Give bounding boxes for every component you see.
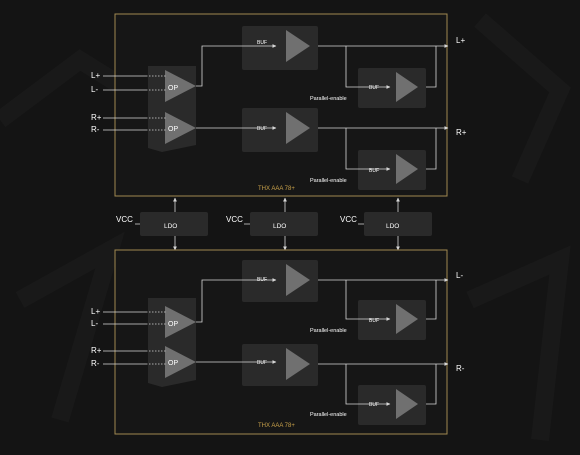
module-top: OP OP L+ L- R+ R- BUF BUF BUF BUF xyxy=(91,13,467,197)
output-label: R- xyxy=(456,364,465,373)
buffer-block xyxy=(358,68,426,108)
supply-label: VCC xyxy=(116,215,133,224)
op-amp-icon xyxy=(165,112,196,144)
supply-label: VCC xyxy=(226,215,243,224)
input-label: R+ xyxy=(91,113,102,122)
buffer-block xyxy=(242,26,318,70)
op-label: OP xyxy=(168,85,178,92)
input-label: L+ xyxy=(91,307,100,316)
buffer-block xyxy=(242,108,318,152)
buffer-label: BUF xyxy=(369,85,379,91)
buffer-icon xyxy=(396,304,418,334)
buffer-icon xyxy=(396,389,418,419)
op-amp-icon xyxy=(165,70,196,102)
background-texture xyxy=(0,13,571,441)
buffer-icon xyxy=(286,348,310,380)
buffer-label: BUF xyxy=(369,318,379,324)
buffer-icon xyxy=(286,30,310,62)
buffer-block xyxy=(358,150,426,190)
op-label: OP xyxy=(168,321,178,328)
buffer-label: BUF xyxy=(369,168,379,174)
parallel-enable-label: Parallel-enable xyxy=(310,412,347,418)
input-wires xyxy=(103,75,166,131)
buffer-label: BUF xyxy=(369,402,379,408)
parallel-enable-label: Parallel-enable xyxy=(310,96,347,102)
parallel-enable-label: Parallel-enable xyxy=(310,328,347,334)
input-label: L- xyxy=(91,85,98,94)
buffer-block xyxy=(242,344,318,386)
input-label: R- xyxy=(91,359,100,368)
buffer-icon xyxy=(396,72,418,102)
power-row: VCC VCC VCC LDO LDO LDO xyxy=(116,197,432,251)
ldo-label: LDO xyxy=(164,223,177,230)
buffer-block xyxy=(242,260,318,302)
module-bottom: OP OP L+ L- R+ R- BUF BUF BUF BUF Parall… xyxy=(91,249,465,435)
output-label: L- xyxy=(456,271,463,280)
buffer-icon xyxy=(396,154,418,184)
ldo-block xyxy=(250,212,318,236)
buffer-label: BUF xyxy=(257,40,267,46)
buffer-label: BUF xyxy=(257,360,267,366)
buffer-block xyxy=(358,300,426,340)
ldo-block xyxy=(364,212,432,236)
buffer-block xyxy=(358,385,426,425)
ldo-label: LDO xyxy=(386,223,399,230)
input-label: R+ xyxy=(91,346,102,355)
op-label: OP xyxy=(168,360,178,367)
input-label: L- xyxy=(91,319,98,328)
op-amp-icon xyxy=(165,306,196,338)
module-footer-label: THX AAA 78+ xyxy=(258,423,295,429)
ldo-label: LDO xyxy=(273,223,286,230)
buffer-icon xyxy=(286,264,310,296)
input-wires xyxy=(103,311,166,365)
ldo-block xyxy=(140,212,208,236)
buffer-icon xyxy=(286,112,310,144)
signal-wires xyxy=(196,278,449,406)
output-label: R+ xyxy=(456,128,467,137)
input-label: L+ xyxy=(91,71,100,80)
signal-wires xyxy=(196,44,449,171)
buffer-label: BUF xyxy=(257,126,267,132)
supply-label: VCC xyxy=(340,215,357,224)
parallel-enable-label: Parallel-enable xyxy=(310,178,347,184)
op-amp-icon xyxy=(165,346,196,378)
op-label: OP xyxy=(168,126,178,133)
module-footer-label: THX AAA 78+ xyxy=(258,186,295,192)
input-label: R- xyxy=(91,125,100,134)
output-label: L+ xyxy=(456,36,465,45)
